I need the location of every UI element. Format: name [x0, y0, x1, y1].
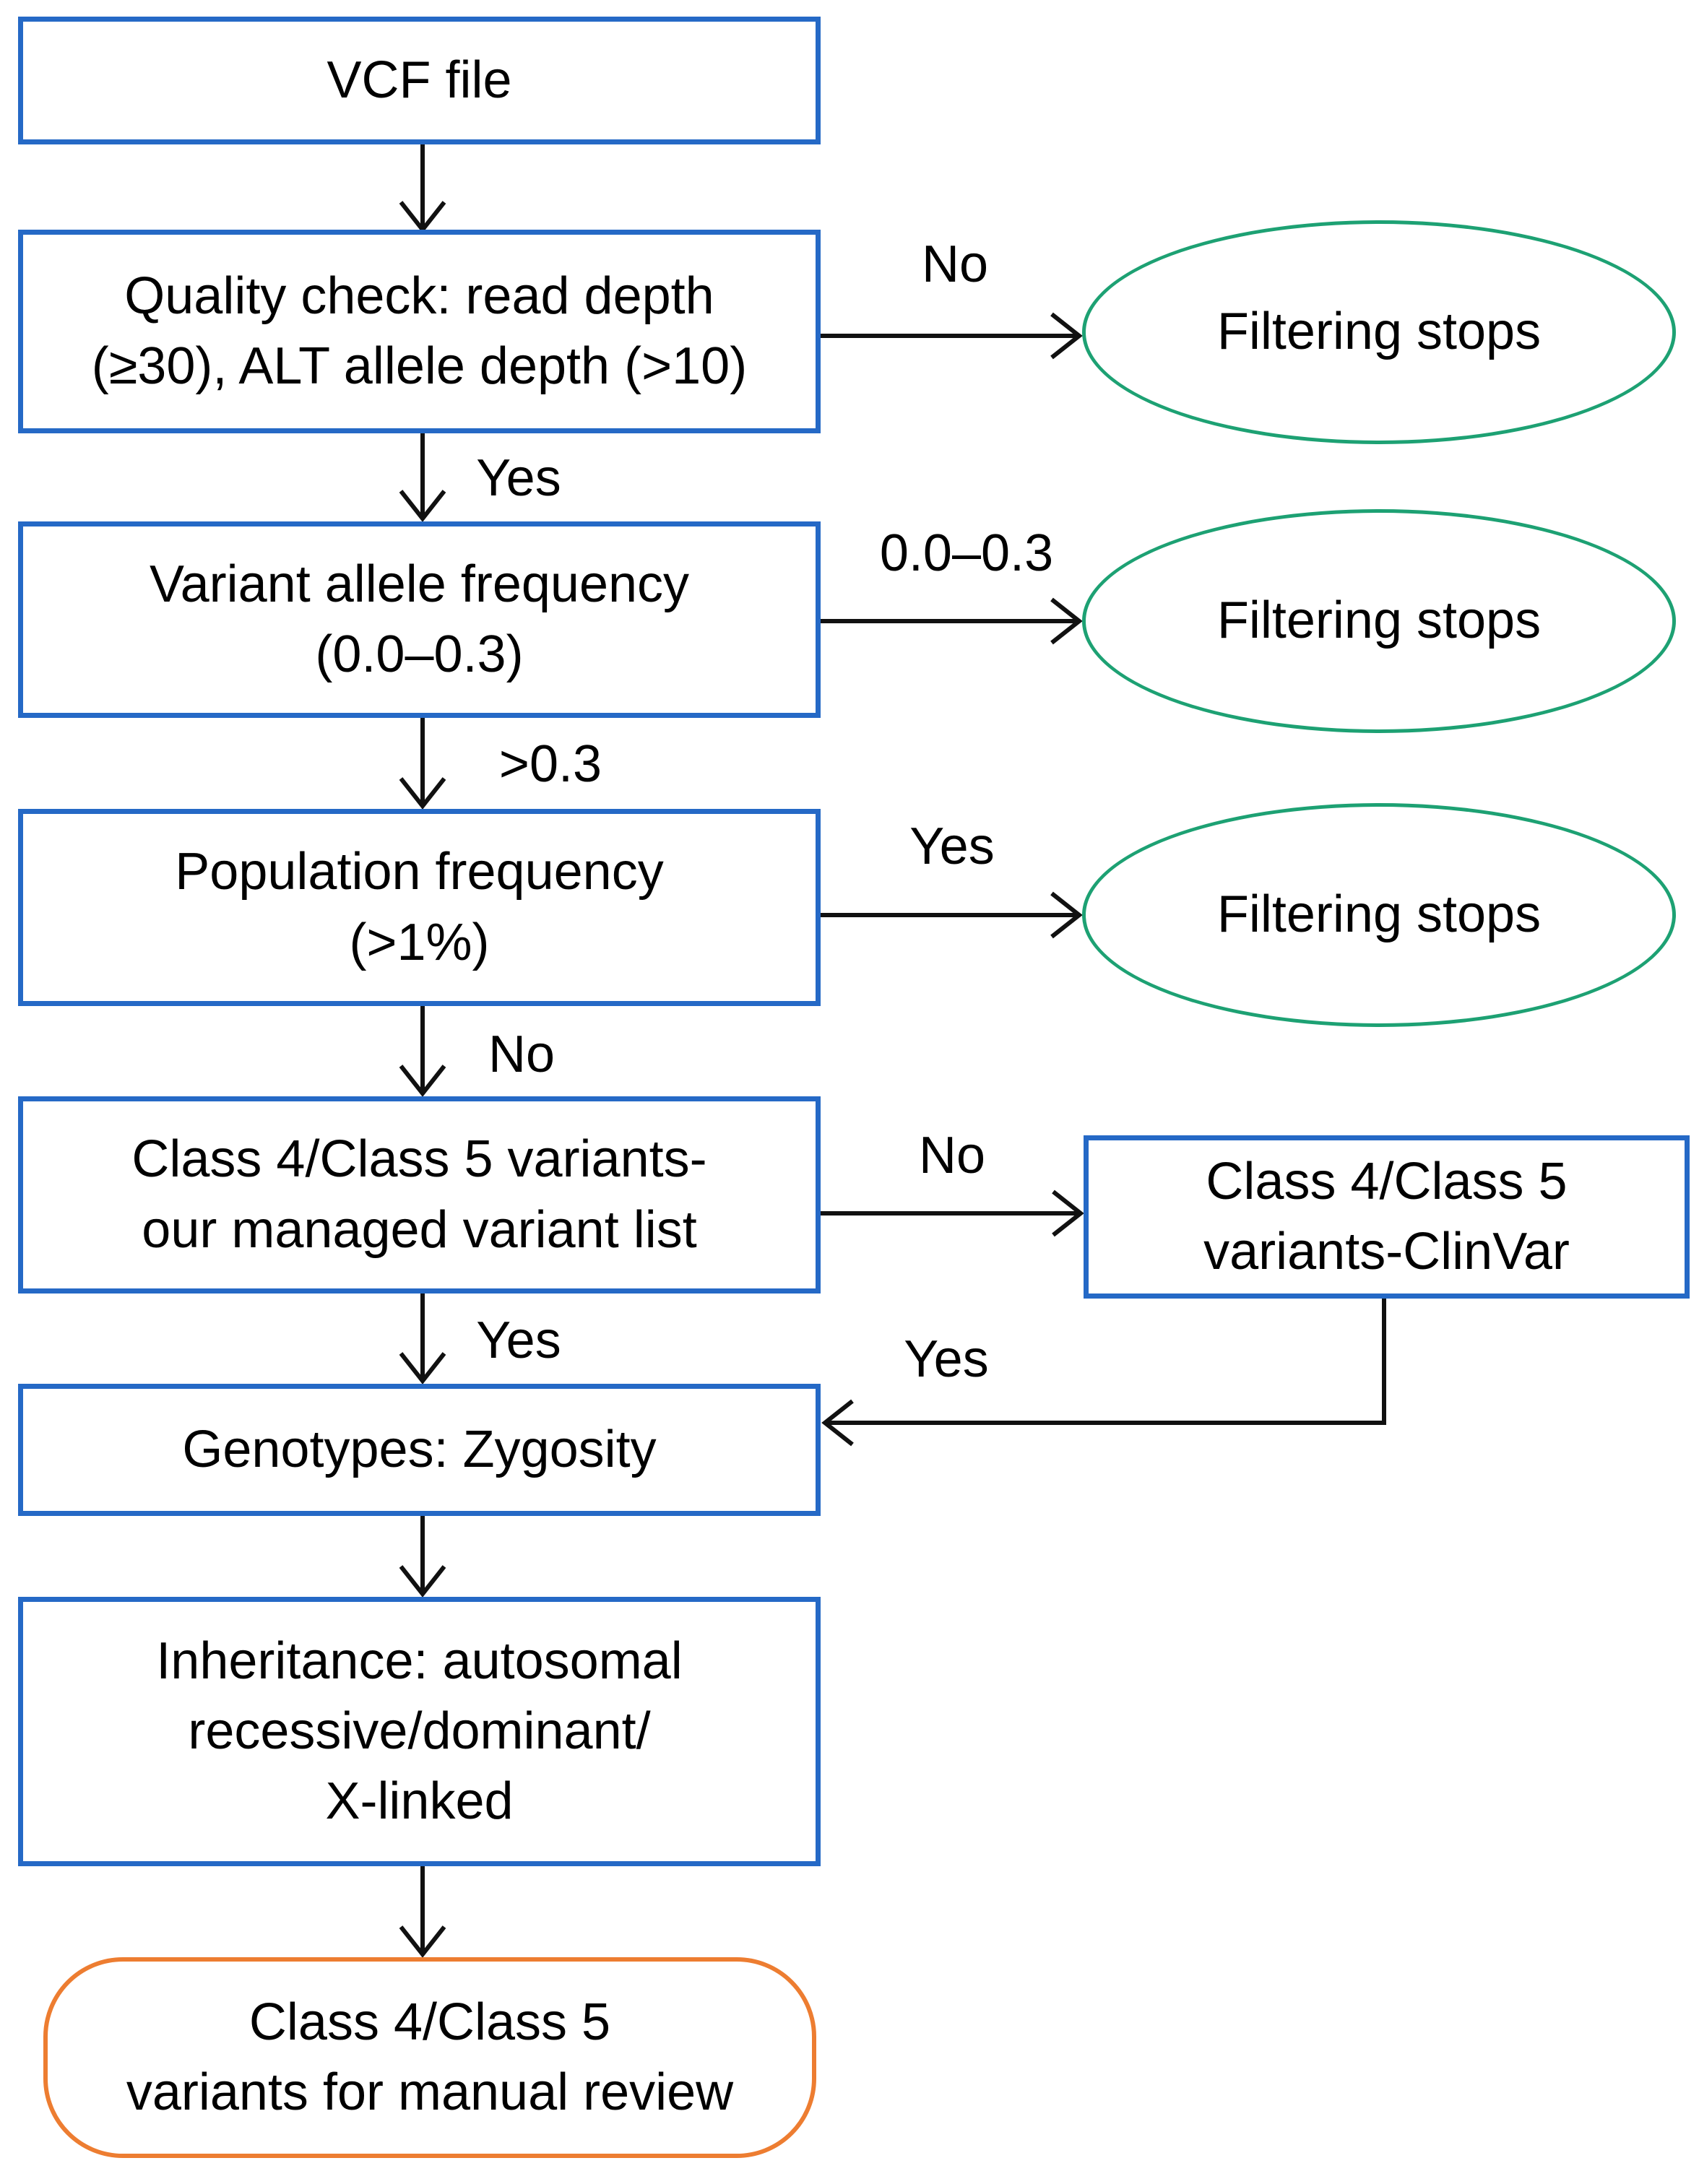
arrow-class-genotypes: [399, 1294, 446, 1384]
node-variant-allele-frequency: Variant allele frequency (0.0–0.3): [18, 521, 821, 718]
edge-label-class-no: No: [918, 1127, 986, 1184]
edge-label-quality-yes: Yes: [476, 449, 561, 507]
edge-label-vaf-range: 0.0–0.3: [879, 524, 1054, 582]
node-manual-review-terminal: Class 4/Class 5 variants for manual revi…: [43, 1957, 816, 2158]
node-genotypes-zygosity: Genotypes: Zygosity: [18, 1384, 821, 1516]
node-quality-check: Quality check: read depth (≥30), ALT all…: [18, 230, 821, 433]
edge-label-class-yes: Yes: [476, 1312, 561, 1369]
edge-label-pop-no: No: [488, 1026, 555, 1083]
edge-label-pop-yes: Yes: [909, 818, 995, 875]
arrow-population-stop3: [821, 891, 1083, 939]
arrow-clinvar-genotypes: [821, 1299, 1386, 1447]
arrow-inheritance-review: [399, 1866, 446, 1958]
node-class45-managed-variant-list: Class 4/Class 5 variants- our managed va…: [18, 1096, 821, 1294]
arrow-vaf-population: [399, 718, 446, 810]
arrow-vcf-quality: [399, 144, 446, 233]
arrow-genotypes-inheritance: [399, 1516, 446, 1598]
edge-label-quality-no: No: [921, 235, 989, 293]
arrow-vaf-stop2: [821, 597, 1083, 645]
node-class45-clinvar: Class 4/Class 5 variants-ClinVar: [1084, 1135, 1690, 1299]
edge-label-vaf-above: >0.3: [498, 735, 602, 793]
arrow-class-clinvar: [821, 1190, 1084, 1237]
arrow-quality-stop1: [821, 312, 1083, 360]
node-vcf-file: VCF file: [18, 17, 821, 144]
arrow-population-class: [399, 1006, 446, 1097]
arrow-quality-vaf: [399, 433, 446, 522]
node-inheritance: Inheritance: autosomal recessive/dominan…: [18, 1597, 821, 1866]
edge-label-clinvar-yes: Yes: [904, 1330, 989, 1388]
node-filtering-stops-2: Filtering stops: [1082, 509, 1676, 733]
node-filtering-stops-1: Filtering stops: [1082, 220, 1676, 444]
node-filtering-stops-3: Filtering stops: [1082, 803, 1676, 1027]
node-population-frequency: Population frequency (>1%): [18, 809, 821, 1006]
